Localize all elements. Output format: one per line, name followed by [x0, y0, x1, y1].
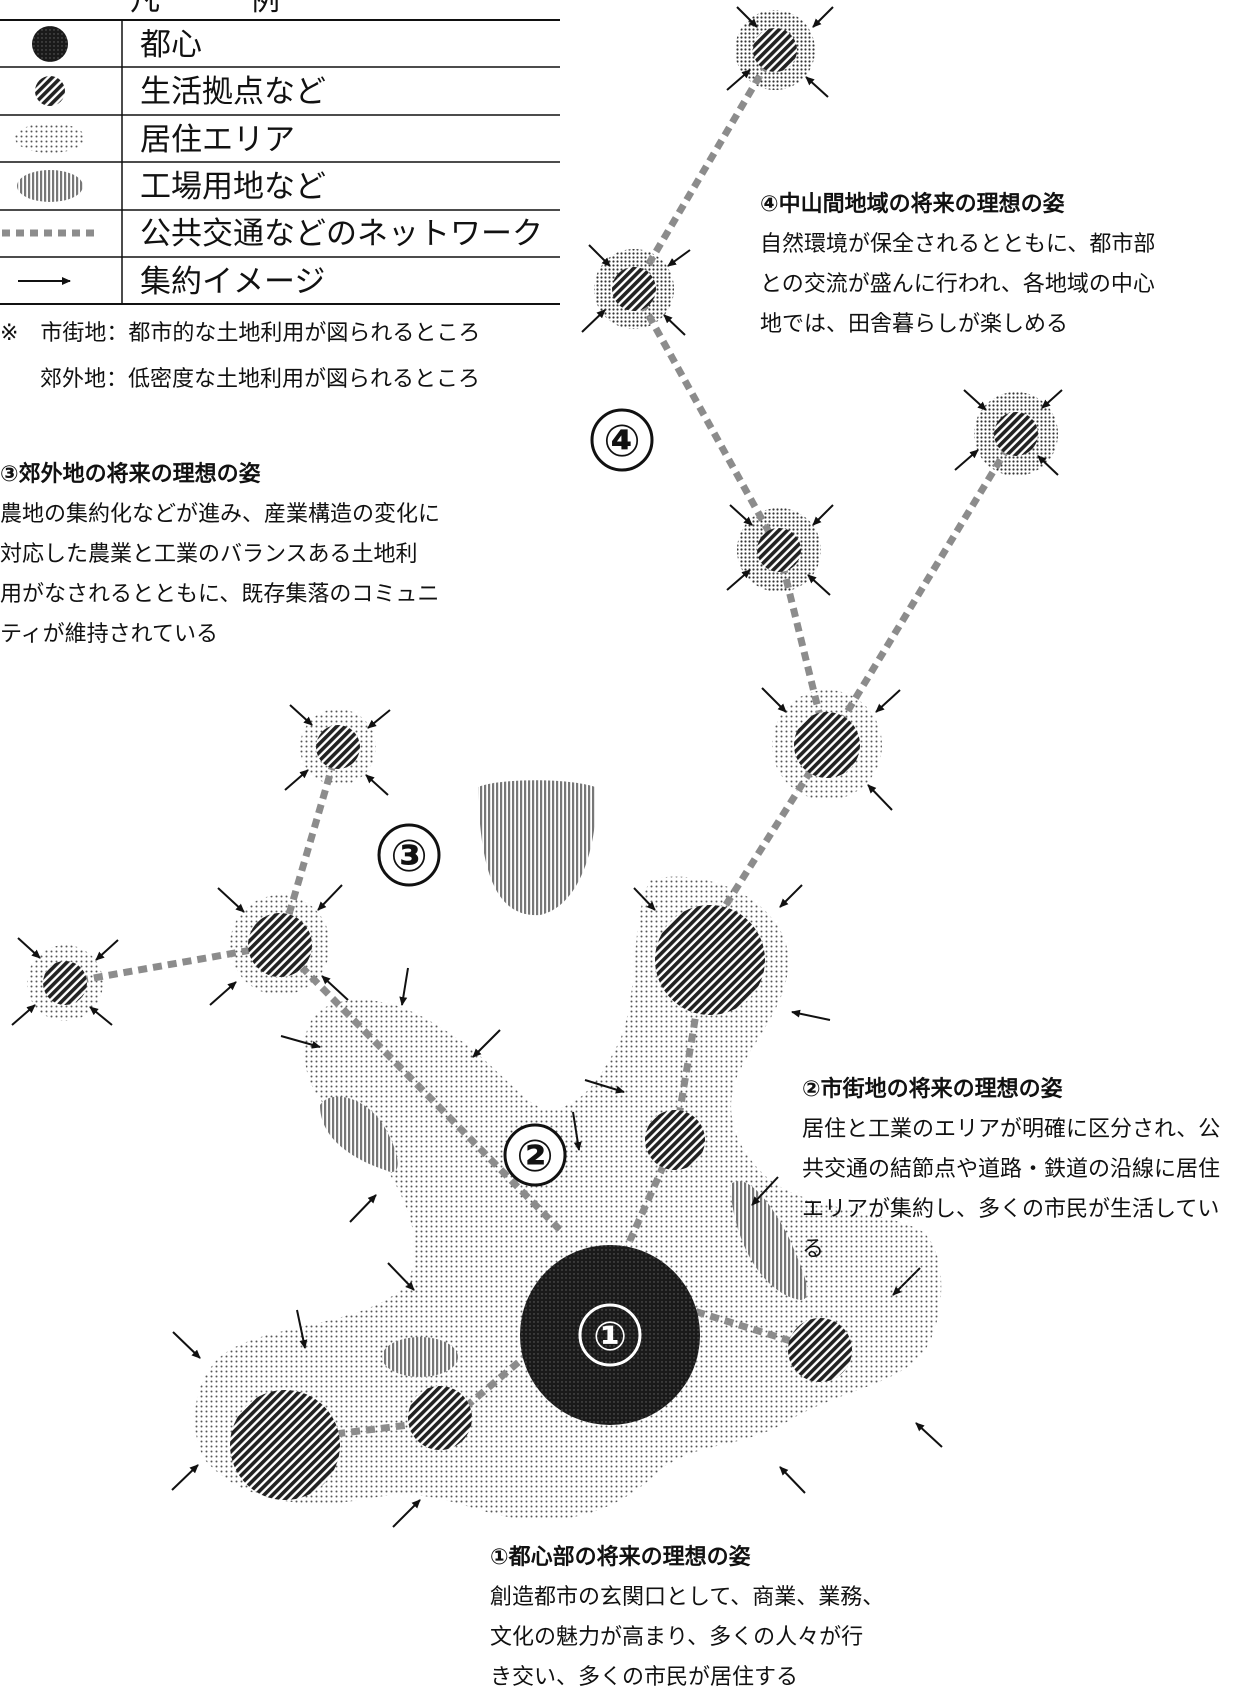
- downtown-core: [520, 1245, 700, 1425]
- marker-3: ③: [390, 831, 427, 882]
- legend-label-hub: 生活拠点など: [140, 74, 326, 110]
- marker-downtown: ①: [593, 1314, 627, 1360]
- network-link: [284, 1282, 613, 1444]
- legend: 凡 例 都心 生活拠点など 居住エリア 工場用地など 公共交通などのネットワーク…: [0, 0, 560, 305]
- legend-label-downtown: 都心: [140, 27, 202, 63]
- vertical-hatch-ellipse-icon: [17, 170, 83, 202]
- network-link: [630, 287, 783, 552]
- consolidation-arrows: [11, 6, 1063, 1528]
- hub-rural-north: [316, 725, 360, 769]
- network-link: [707, 743, 830, 932]
- legend-label-network: 公共交通などのネットワーク: [140, 216, 543, 252]
- network-link: [276, 746, 342, 946]
- section-mountain-body: 自然環境が保全されるとともに、都市部 との交流が盛んに行われ、各地域の中心 地で…: [760, 232, 1156, 337]
- hub-mountain-right: [994, 412, 1038, 456]
- legend-label-residential: 居住エリア: [140, 122, 295, 158]
- hub-junction: [794, 712, 860, 778]
- hub-mountain-mid: [757, 528, 801, 572]
- industrial-area-east: [730, 1181, 808, 1300]
- legend-label-industrial: 工場用地など: [140, 169, 326, 205]
- hubs: [43, 28, 1038, 1500]
- legend-title: 凡 例: [130, 0, 280, 18]
- section-urban: ②市街地の将来の理想の姿 居住と工業のエリアが明確に区分され、公 共交通の結節点…: [802, 1070, 1252, 1270]
- marker-4-ring: [590, 408, 654, 472]
- hub-mountain-left: [612, 267, 656, 311]
- section-urban-body: 居住と工業のエリアが明確に区分され、公 共交通の結節点や道路・鉄道の沿線に居住 …: [802, 1117, 1221, 1262]
- hub-urban-south: [408, 1386, 472, 1450]
- network-link: [64, 941, 281, 987]
- hatched-circle-icon: [35, 76, 65, 106]
- hub-mountain-top: [753, 28, 797, 72]
- note-suburban: 郊外地：低密度な土地利用が図られるところ: [40, 367, 481, 392]
- urban-residential-area: [194, 876, 942, 1521]
- hub-urban-mid: [645, 1110, 705, 1170]
- downtown-marker-ring: [578, 1303, 642, 1367]
- industrial-area-west: [320, 1096, 398, 1172]
- marker-2-ring: [503, 1123, 567, 1187]
- section-downtown-title: ①都心部の将来の理想の姿: [490, 1545, 751, 1570]
- dark-circle-icon: [32, 26, 68, 62]
- legend-label-consolidation: 集約イメージ: [140, 264, 325, 300]
- section-mountain-title: ④中山間地域の将来の理想の姿: [760, 192, 1065, 217]
- section-suburban: ③郊外地の将来の理想の姿 農地の集約化などが進み、産業構造の変化に 対応した農業…: [0, 455, 460, 655]
- section-downtown: ①都心部の将来の理想の姿 創造都市の玄関口として、商業、業務、 文化の魅力が高ま…: [490, 1538, 910, 1698]
- network-link: [775, 549, 831, 746]
- industrial-areas: [320, 780, 808, 1377]
- marker-3-ring: [377, 823, 441, 887]
- hub-rural-west: [43, 961, 87, 1005]
- marker-4: ④: [603, 416, 640, 467]
- section-downtown-body: 創造都市の玄関口として、商業、業務、 文化の魅力が高まり、多くの人々が行 き交い…: [490, 1585, 885, 1690]
- note-urban: ※ 市街地：都市的な土地利用が図られるところ: [0, 321, 481, 346]
- industrial-area-north: [478, 780, 596, 916]
- section-mountain: ④中山間地域の将来の理想の姿 自然環境が保全されるとともに、都市部 との交流が盛…: [760, 185, 1190, 345]
- section-urban-title: ②市街地の将来の理想の姿: [802, 1077, 1063, 1102]
- hub-urban-southwest: [230, 1390, 340, 1500]
- marker-2: ②: [516, 1131, 553, 1182]
- industrial-area-south: [382, 1337, 458, 1377]
- dotted-ellipse-icon: [15, 123, 85, 153]
- hub-rural-mid: [248, 913, 312, 977]
- network-link: [824, 432, 1019, 747]
- section-suburban-title: ③郊外地の将来の理想の姿: [0, 462, 261, 487]
- hub-urban-north: [655, 905, 765, 1015]
- hub-urban-east: [788, 1318, 852, 1382]
- network-link: [630, 48, 779, 291]
- section-suburban-body: 農地の集約化などが進み、産業構造の変化に 対応した農業と工業のバランスある土地利…: [0, 502, 441, 647]
- network-link: [277, 942, 563, 1233]
